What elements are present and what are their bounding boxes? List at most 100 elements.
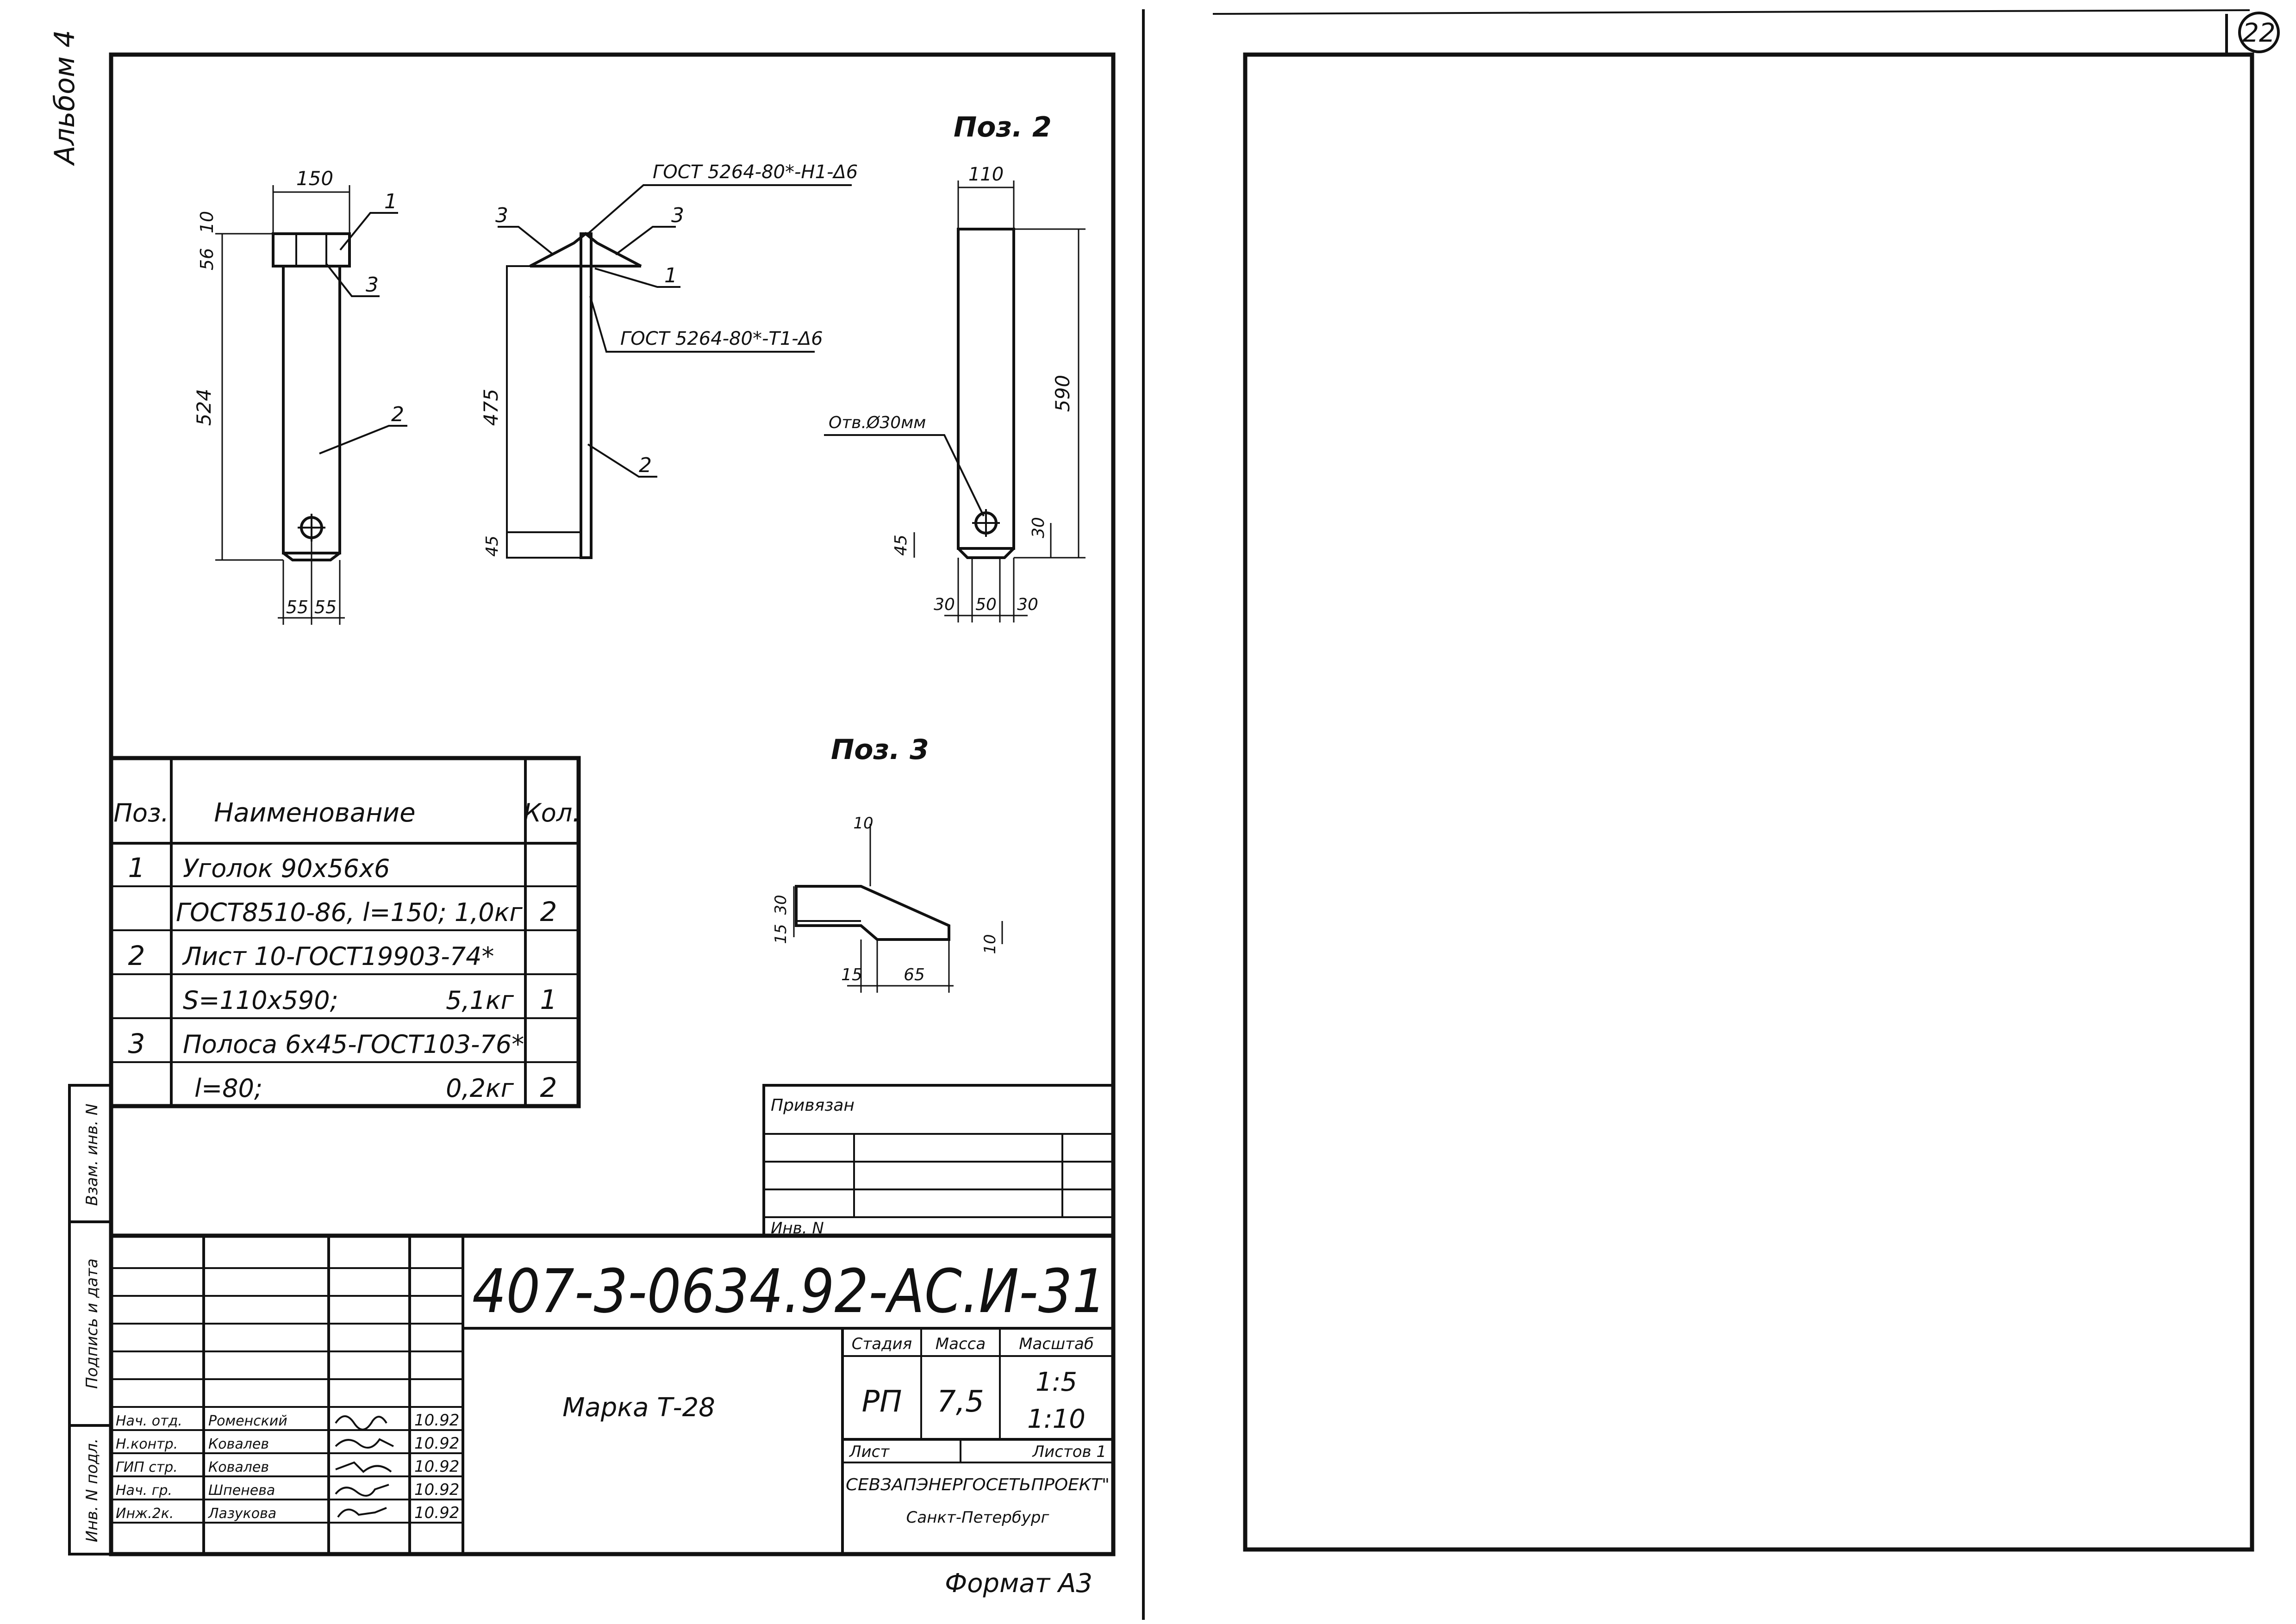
view-1: 150 56 10 524 55 55 1 3 2: [193, 167, 407, 625]
v1-dim-width: 150: [296, 167, 333, 190]
pos3-title: Поз. 3: [831, 734, 929, 766]
scale-header: Масштаб: [1019, 1335, 1094, 1353]
right-frame: [1243, 52, 2254, 1552]
spec-row-1-name: Уголок 90х56х6: [183, 854, 390, 883]
side-inv-zam: Взам. инв. N: [83, 1104, 101, 1206]
v3-dim-hole-offset: 30: [1029, 517, 1048, 538]
pos3-dim-b1: 15: [841, 965, 862, 984]
spec-row-2-name: ГОСТ8510-86, l=150; 1,0кг: [176, 898, 523, 927]
spec-row-1-pos: 1: [128, 852, 145, 884]
sheet-label: Лист: [849, 1443, 890, 1461]
v3-dim-width: 110: [968, 164, 1004, 185]
scale-value-2: 1:10: [1027, 1404, 1086, 1434]
right-top-edge: [1212, 9, 2250, 15]
pos2-title: Поз. 2: [954, 111, 1052, 143]
scale-value-1: 1:5: [1036, 1367, 1077, 1397]
stage-header: Стадия: [852, 1335, 912, 1353]
pos3-detail: Поз. 3 10 30 15 10 15 65: [772, 734, 1003, 993]
v2-dim-small: 45: [483, 535, 502, 557]
view-2: 475 45 3 3 ГОСТ 5264-80*-Н1-Δ6 1 ГОСТ 52…: [480, 162, 858, 559]
signature-scribble-3: [335, 1461, 392, 1473]
spec-table: Поз. Наименование Кол. 1 Уголок 90х56х6 …: [109, 756, 581, 1108]
sig-role-2: Н.контр.: [116, 1436, 178, 1452]
signature-scribble-2: [335, 1438, 394, 1449]
sig-role-3: ГИП стр.: [116, 1459, 178, 1475]
item-name: Марка Т-28: [562, 1393, 715, 1423]
sig-role-5: Инж.2к.: [116, 1506, 174, 1522]
page-number: 22: [2242, 18, 2275, 48]
sig-name-3: Ковалев: [208, 1459, 269, 1475]
spec-header-qty: Кол.: [523, 798, 580, 828]
signature-scribble-1: [335, 1415, 387, 1431]
sig-name-4: Шпенева: [208, 1482, 275, 1499]
side-sign-date: Подпись и дата: [83, 1258, 101, 1389]
v1-dim-top-a: 56: [197, 248, 217, 270]
v2-callout-2: 2: [639, 454, 652, 477]
v3-dim-b2: 50: [975, 595, 997, 614]
v3-dim-small: 45: [892, 535, 911, 556]
v2-weld-top: ГОСТ 5264-80*-Н1-Δ6: [653, 162, 858, 183]
signature-scribble-4: [335, 1484, 389, 1497]
sig-name-1: Роменский: [208, 1413, 287, 1429]
v3-dim-height: 590: [1051, 375, 1074, 412]
v2-weld-mid: ГОСТ 5264-80*-Т1-Δ6: [620, 328, 823, 349]
pos3-dim-v2: 15: [772, 924, 790, 944]
pos3-dim-right: 10: [981, 934, 999, 954]
spec-row-3-pos: 2: [128, 940, 145, 971]
mass-value: 7,5: [937, 1385, 984, 1419]
v3-hole-callout: Отв.Ø30мм: [829, 413, 926, 432]
view-3: Поз. 2 110 590 30 45 Отв.Ø30мм 30 50 30: [824, 111, 1086, 622]
v1-callout-3: 3: [366, 273, 379, 297]
v2-dim-height: 475: [480, 389, 502, 426]
v2-callout-1: 1: [664, 264, 677, 287]
spec-row-6-name-right: 0,2кг: [446, 1074, 514, 1103]
spec-header-pos: Поз.: [113, 798, 169, 828]
v1-dim-height: 524: [193, 389, 215, 426]
sig-role-4: Нач. гр.: [116, 1482, 172, 1499]
v2-callout-3b: 3: [671, 204, 684, 227]
v3-dim-b1: 30: [934, 595, 955, 614]
spec-row-4-name-left: S=110х590;: [183, 986, 338, 1015]
v1-dim-bottom-r: 55: [314, 597, 337, 617]
stage-value: РП: [862, 1385, 902, 1419]
spec-row-6-qty: 2: [540, 1072, 557, 1103]
side-inv-podl: Инв. N подл.: [83, 1438, 101, 1543]
spec-row-4-name-right: 5,1кг: [446, 986, 514, 1015]
v1-callout-1: 1: [384, 190, 397, 213]
pos3-dim-top: 10: [853, 814, 873, 833]
doc-code: 407-3-0634.92-АС.И-31: [472, 1256, 1106, 1326]
sig-role-1: Нач. отд.: [116, 1413, 182, 1429]
sig-date-4: 10.92: [414, 1481, 459, 1499]
signature-rows: Нач. отд. Роменский 10.92 Н.контр. Ковал…: [116, 1411, 459, 1522]
privyazan-block: Привязан Инв. N: [762, 1084, 1115, 1238]
spec-row-6-name-left: l=80;: [194, 1074, 262, 1103]
sig-date-5: 10.92: [414, 1504, 459, 1522]
title-block: 407-3-0634.92-АС.И-31 Стадия Масса Масшт…: [109, 1233, 1116, 1556]
spec-row-2-qty: 2: [540, 896, 557, 927]
org-name: СЕВЗАПЭНЕРГОСЕТЬПРОЕКТ": [846, 1475, 1110, 1494]
pos3-dim-b2: 65: [904, 965, 925, 984]
spec-row-4-qty: 1: [540, 984, 557, 1015]
sig-name-2: Ковалев: [208, 1436, 269, 1452]
format-label: Формат А3: [945, 1568, 1092, 1599]
sheets-label: Листов 1: [1032, 1443, 1106, 1461]
sig-name-5: Лазукова: [208, 1506, 276, 1522]
sig-date-2: 10.92: [414, 1434, 459, 1453]
privyazan-label: Привязан: [771, 1096, 855, 1115]
album-label: Альбом 4: [49, 30, 81, 167]
v3-dim-b3: 30: [1017, 595, 1038, 614]
v1-callout-2: 2: [391, 403, 404, 426]
side-strip: Взам. инв. N Подпись и дата Инв. N подл.: [68, 1084, 112, 1556]
sig-date-1: 10.92: [414, 1411, 459, 1430]
spec-row-3-name: Лист 10-ГОСТ19903-74*: [182, 942, 494, 971]
sig-date-3: 10.92: [414, 1457, 459, 1476]
page-number-badge: 22: [2225, 12, 2280, 55]
v2-callout-3a: 3: [495, 204, 508, 227]
signature-scribble-5: [337, 1507, 387, 1518]
mass-header: Масса: [936, 1335, 986, 1353]
pos3-dim-v1: 30: [772, 895, 790, 915]
v1-dim-top-b: 10: [197, 211, 217, 233]
spec-row-5-name: Полоса 6х45-ГОСТ103-76*: [183, 1030, 524, 1059]
v1-dim-bottom-l: 55: [286, 597, 308, 617]
